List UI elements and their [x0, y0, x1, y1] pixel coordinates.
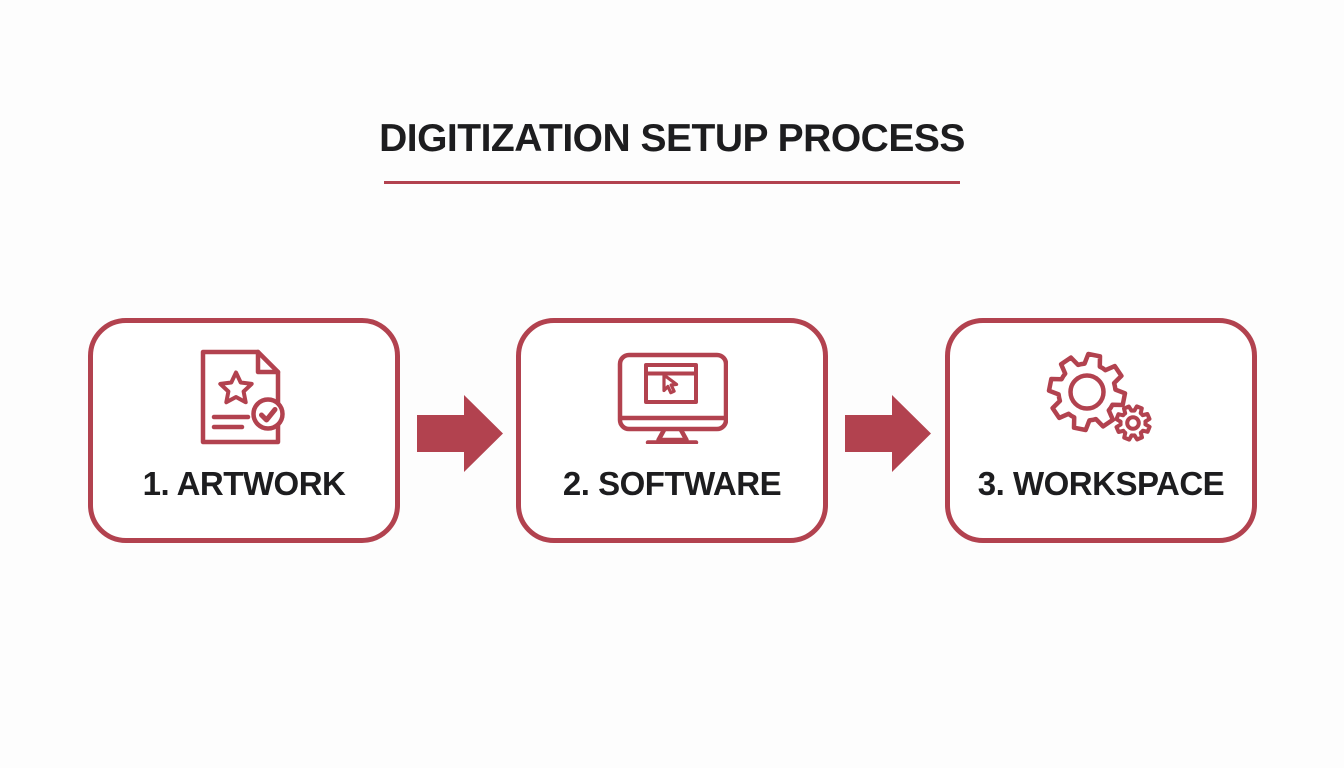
monitor-frame [617, 352, 728, 432]
title-underline [384, 181, 960, 184]
gear-small [1114, 404, 1152, 442]
check-badge-circle [251, 397, 285, 431]
gear-large [1046, 351, 1128, 433]
cursor-pointer [662, 373, 679, 395]
step-label-software: 2. SOFTWARE [562, 465, 782, 502]
page-title: DIGITIZATION SETUP PROCESS [379, 117, 965, 160]
gear-small-hole [1125, 415, 1141, 431]
step-label-artwork: 1. ARTWORK [142, 465, 346, 502]
browser-window [644, 363, 698, 404]
software-monitor-cursor-icon [616, 345, 728, 449]
gear-large-hole [1068, 373, 1106, 411]
step-box-software: 2. SOFTWARE [516, 318, 828, 543]
star-shape [218, 370, 254, 405]
arrow-right-icon [845, 395, 931, 472]
step-label-workspace: 3. WORKSPACE [977, 465, 1225, 502]
artwork-document-check-icon [199, 345, 289, 449]
document-fold [255, 349, 281, 375]
workspace-gears-icon [1040, 345, 1162, 449]
arrow-right-icon [417, 395, 503, 472]
monitor-stand [656, 427, 689, 443]
step-box-workspace: 3. WORKSPACE [945, 318, 1257, 543]
check-mark [259, 407, 278, 423]
step-box-artwork: 1. ARTWORK [88, 318, 400, 543]
